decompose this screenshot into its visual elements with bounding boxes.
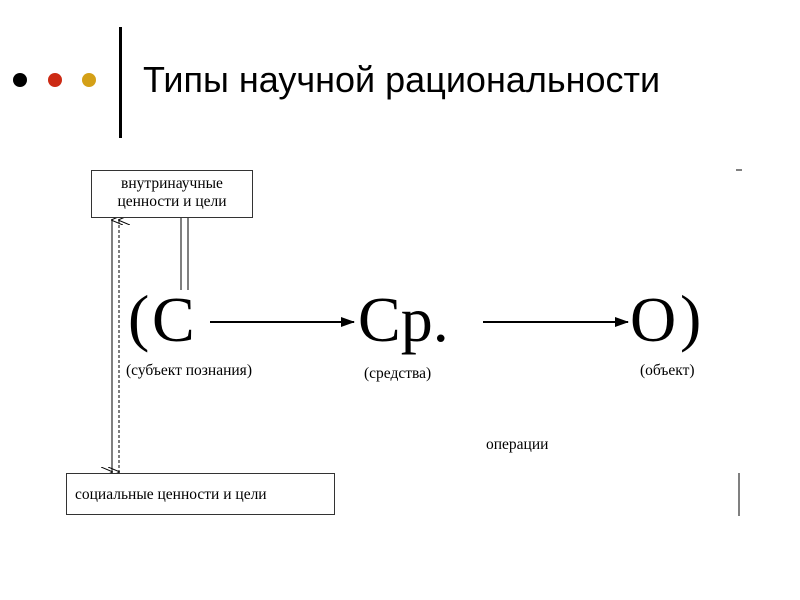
bullet-dot-2 xyxy=(48,73,62,87)
intrascientific-values-box: внутринаучные ценности и цели xyxy=(91,170,253,218)
intrascientific-values-line2: ценности и цели xyxy=(117,193,227,210)
slide-title: Типы научной рациональности xyxy=(143,59,661,100)
bullet-dot-1 xyxy=(13,73,27,87)
paren-open: ( xyxy=(128,282,150,353)
node-subject-caption: (субъект познания) xyxy=(126,362,252,379)
intrascientific-values-line1: внутринаучные xyxy=(121,175,223,192)
node-means-caption: (средства) xyxy=(364,365,432,382)
node-subject-symbol: С xyxy=(152,284,195,355)
node-object-symbol: О xyxy=(630,284,677,355)
node-means-symbol: Ср. xyxy=(358,284,449,355)
social-values-box: социальные ценности и цели xyxy=(66,473,335,515)
bullet-dot-3 xyxy=(82,73,96,87)
node-object-caption: (объект) xyxy=(640,362,695,379)
title-divider xyxy=(119,27,122,138)
paren-close: ) xyxy=(680,282,702,353)
operations-label: операции xyxy=(486,436,549,453)
